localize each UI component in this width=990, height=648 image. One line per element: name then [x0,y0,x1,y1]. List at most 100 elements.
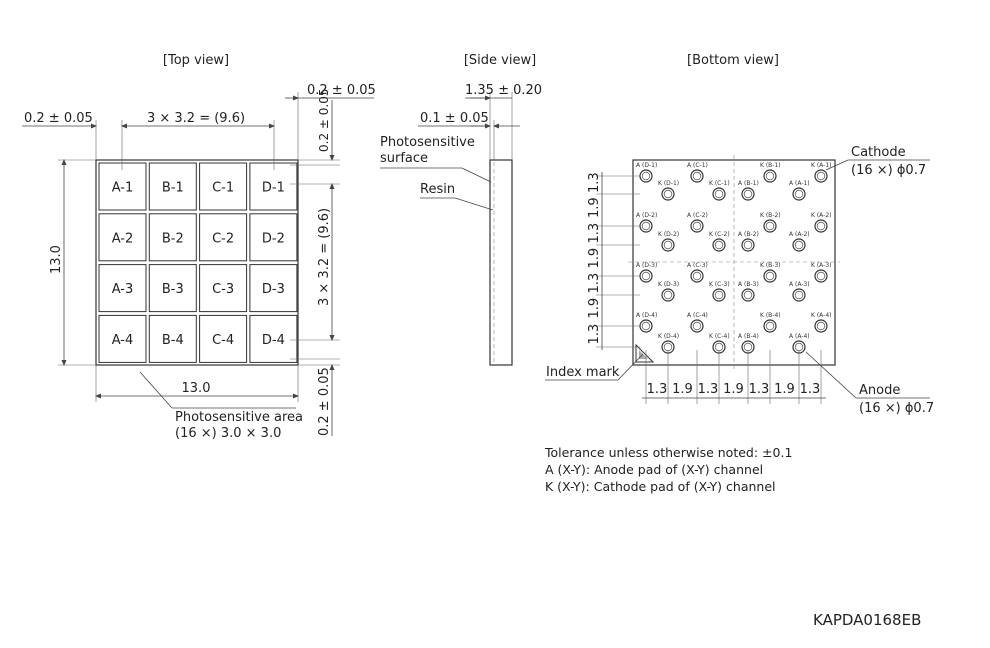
pad-label: K (C-3) [709,281,730,288]
pad-label: K (C-1) [709,180,730,187]
pad-circle [741,288,755,302]
left-dim-value: 1.3 [587,223,602,244]
pad-label: K (D-3) [658,281,679,288]
pad-circle [661,187,675,201]
dim-width: 13.0 [182,381,211,396]
dim-surface-offset: 0.1 ± 0.05 [420,111,489,126]
pad-label: K (D-1) [658,180,679,187]
pad-circle [639,269,653,283]
bottom-left-dimension-chain: 1.31.91.31.91.31.91.3 [587,172,640,350]
pad-label: A (D-1) [636,162,657,169]
bottom-view-pad-grid: A (D-1)A (C-1)K (B-1)K (A-1)K (D-1)K (C-… [636,162,831,354]
top-cell-a-3 [98,264,147,313]
anode-size: (16 ×) ϕ0.7 [859,401,934,416]
pad-circle [763,169,777,183]
pad-circle [690,319,704,333]
pad-label: A (A-4) [789,333,810,340]
pad-circle [661,288,675,302]
side-surface-label-1: Photosensitive [380,135,475,150]
index-mark-label: Index mark [546,365,620,380]
note-tolerance: Tolerance unless otherwise noted: ±0.1 [545,445,793,460]
pad-circle [661,238,675,252]
top-cell-label: C-1 [212,181,234,196]
top-cell-d-1 [249,162,298,211]
dim-pitch-right: 3 × 3.2 = (9.6) [317,208,332,306]
note-anode: A (X-Y): Anode pad of (X-Y) channel [545,462,764,477]
dim-right-top-margin: 0.2 ± 0.05 [317,89,331,153]
pad-label: A (A-1) [789,180,810,187]
top-cell-label: C-4 [212,333,234,348]
pad-label: K (C-2) [709,231,730,238]
pad-circle [763,269,777,283]
top-cell-label: B-3 [162,282,184,297]
pad-circle [712,238,726,252]
dim-pitch-top: 3 × 3.2 = (9.6) [147,111,245,126]
top-cell-label: C-3 [212,282,234,297]
top-cell-label: C-2 [212,231,234,246]
pad-label: K (B-4) [760,312,781,319]
side-view-package-outline [489,159,513,366]
side-view: 1.35 ± 0.20 0.1 ± 0.05 Photosensitive su… [380,83,542,366]
left-dim-value: 1.3 [587,172,602,193]
side-resin-label: Resin [420,182,455,197]
top-cell-c-2 [199,213,248,262]
left-dim-value: 1.9 [587,248,602,269]
side-surface-label-2: surface [380,151,428,166]
pad-circle [814,319,828,333]
pad-circle [763,319,777,333]
pad-label: A (A-3) [789,281,810,288]
pad-circle [690,269,704,283]
photosensitive-area-size: (16 ×) 3.0 × 3.0 [175,426,281,441]
top-cell-d-3 [249,264,298,313]
pad-label: K (B-2) [760,212,781,219]
top-cell-label: D-4 [262,333,285,348]
top-cell-label: A-1 [112,181,134,196]
left-dim-value: 1.9 [587,197,602,218]
dim-thickness: 1.35 ± 0.20 [465,83,542,98]
pad-label: K (B-3) [760,262,781,269]
pad-label: A (B-2) [738,231,759,238]
top-cell-b-4 [148,314,197,363]
top-cell-label: D-2 [262,231,285,246]
pad-label: K (A-3) [811,262,831,269]
pad-label: A (D-2) [636,212,657,219]
top-cell-d-2 [249,213,298,262]
pad-label: A (C-3) [687,262,708,269]
bottom-dim-value: 1.9 [723,382,744,397]
bottom-dim-value: 1.3 [698,382,719,397]
pad-circle [792,187,806,201]
bottom-dim-value: 1.3 [647,382,668,397]
dim-left-margin: 0.2 ± 0.05 [24,111,93,126]
top-cell-c-4 [199,314,248,363]
pad-circle [741,187,755,201]
top-cell-b-2 [148,213,197,262]
top-cell-c-3 [199,264,248,313]
left-dim-value: 1.9 [587,298,602,319]
pad-label: K (A-4) [811,312,831,319]
pad-label: K (A-2) [811,212,831,219]
top-cell-d-4 [249,314,298,363]
cathode-label: Cathode [851,145,906,160]
top-cell-b-3 [148,264,197,313]
pad-circle [792,238,806,252]
note-cathode: K (X-Y): Cathode pad of (X-Y) channel [545,479,776,494]
pad-label: A (B-4) [738,333,759,340]
cathode-size: (16 ×) ϕ0.7 [851,163,926,178]
pad-label: A (B-3) [738,281,759,288]
top-cell-label: D-1 [262,181,285,196]
pad-label: A (D-3) [636,262,657,269]
pad-circle [814,169,828,183]
top-cell-label: D-3 [262,282,285,297]
notes: Tolerance unless otherwise noted: ±0.1 A… [545,444,792,495]
pad-label: A (B-1) [738,180,759,187]
drawing-code: KAPDA0168EB [813,611,922,629]
pad-circle [712,288,726,302]
bottom-dim-value: 1.9 [672,382,693,397]
top-cell-c-1 [199,162,248,211]
pad-label: A (D-4) [636,312,657,319]
side-view-title: [Side view] [464,53,536,68]
top-cell-label: B-1 [162,181,184,196]
